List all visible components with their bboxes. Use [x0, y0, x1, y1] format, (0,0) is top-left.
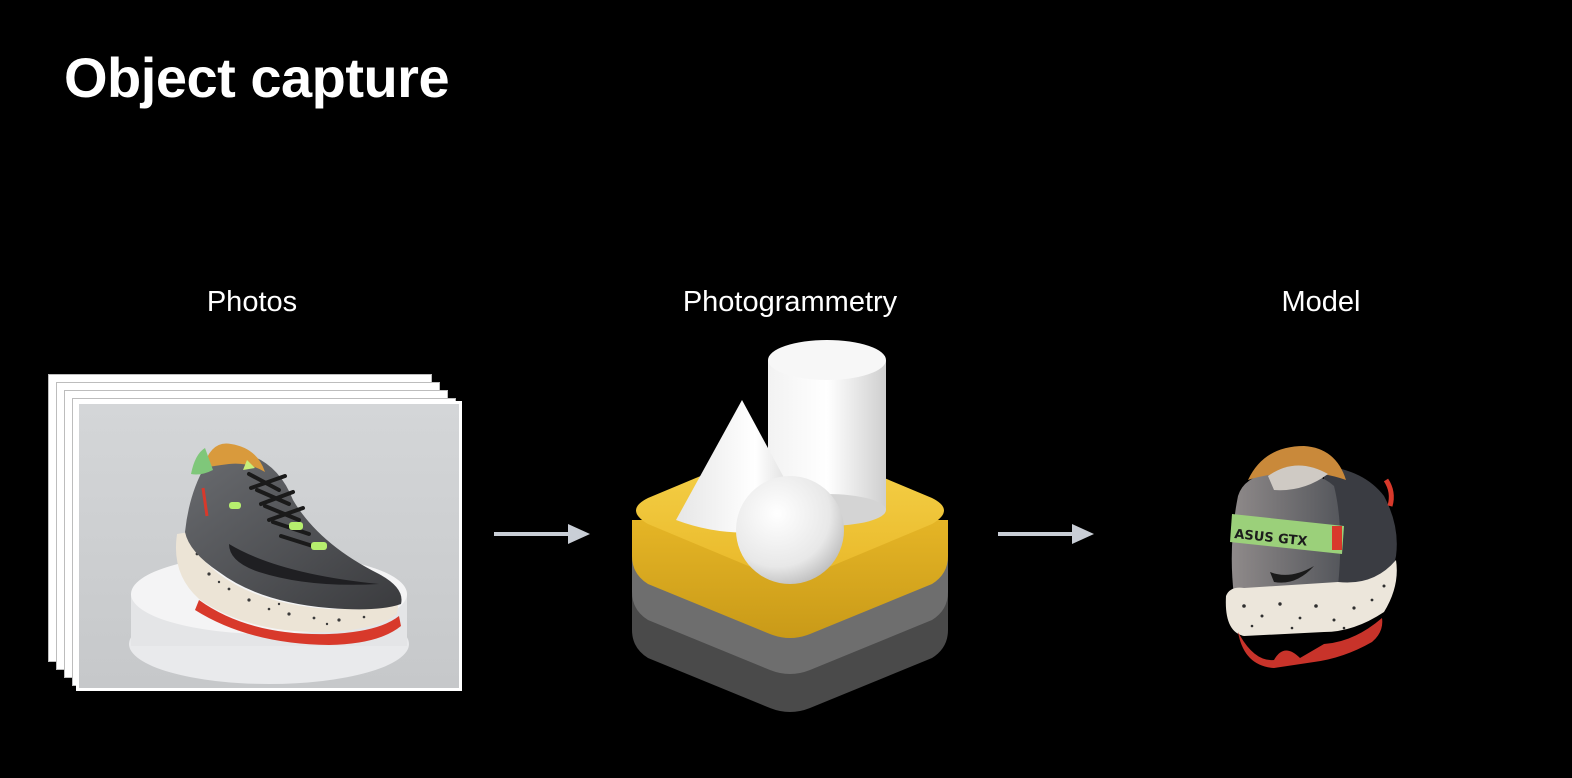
stage-label-photos: Photos	[206, 286, 298, 318]
photogrammetry-icon	[632, 340, 948, 712]
photo-card-front	[76, 401, 462, 691]
arrow-right-icon	[494, 524, 590, 544]
shoe-model-icon: ASUS GTX	[1225, 446, 1397, 668]
stage-label-photogrammetry: Photogrammetry	[682, 286, 898, 318]
shoe-photo	[79, 404, 459, 688]
arrow-right-icon	[998, 524, 1094, 544]
photo-stack-icon	[44, 370, 474, 700]
stage-label-model: Model	[1281, 286, 1361, 318]
slide-title: Object capture	[64, 46, 450, 109]
